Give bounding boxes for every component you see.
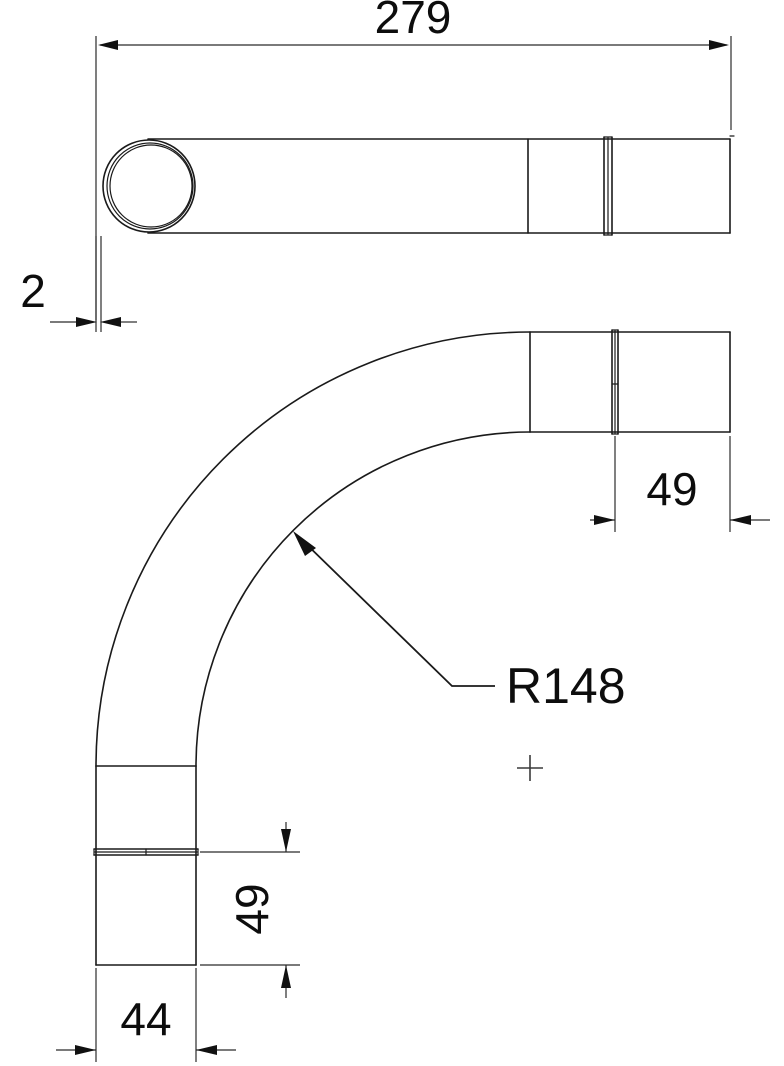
leader-line-R148	[298, 536, 495, 687]
arrowhead-49b-bottom	[281, 965, 291, 988]
arrowhead-49r-left	[594, 515, 615, 525]
dim-label-R148: R148	[506, 658, 626, 714]
elbow-inner-arc	[195, 431, 531, 767]
arrowhead-49r-right	[730, 515, 751, 525]
pipe-opening-bore-circle	[109, 144, 193, 228]
arrowhead-279-right	[709, 40, 729, 50]
dimension-socket-right-49: 49	[590, 436, 770, 532]
arrowhead-49b-top	[281, 829, 291, 852]
dimension-socket-bottom-49: 49	[200, 822, 300, 998]
pipe-opening-outer-circle	[102, 139, 196, 233]
dim-label-2: 2	[20, 265, 46, 317]
radius-callout-R148: R148	[293, 531, 626, 714]
dim-label-49-right: 49	[646, 463, 697, 515]
dimension-wall-thickness: 2	[20, 236, 137, 332]
arrowhead-R148	[293, 531, 316, 556]
dimension-outer-diameter-44: 44	[56, 968, 236, 1062]
arrowhead-2-left	[76, 317, 97, 327]
dim-label-49-bottom: 49	[226, 883, 278, 934]
dimension-overall-length: 279	[95, 0, 732, 320]
elbow-outer-arc	[95, 331, 531, 767]
arrowhead-279-left	[98, 40, 118, 50]
arrowhead-44-right	[196, 1045, 217, 1055]
dim-label-279: 279	[375, 0, 452, 43]
arrowhead-44-left	[75, 1045, 96, 1055]
arrowhead-2-right	[100, 317, 121, 327]
side-view-elbow	[93, 329, 731, 966]
pipe-opening-inner-circle	[106, 142, 194, 230]
dim-label-44: 44	[120, 993, 171, 1045]
top-view-straight-pipe	[102, 135, 735, 236]
arc-center-mark	[517, 755, 543, 781]
